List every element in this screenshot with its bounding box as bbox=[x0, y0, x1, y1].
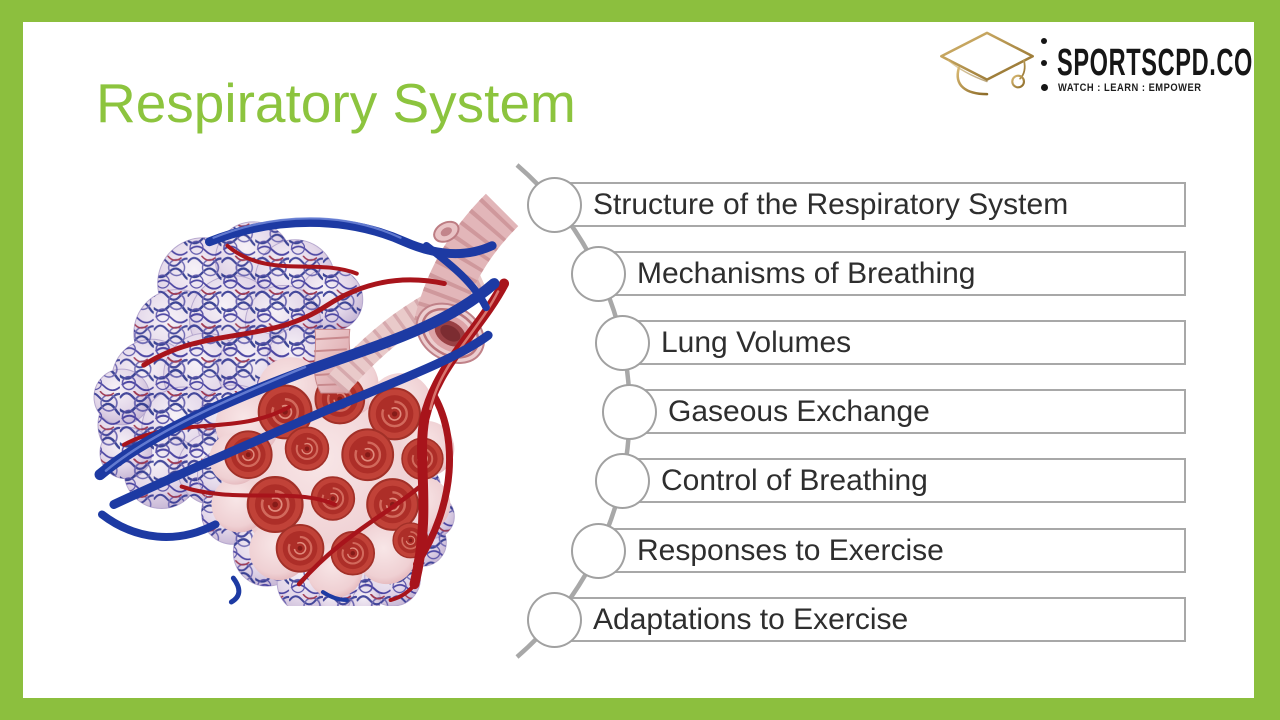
page-title: Respiratory System bbox=[96, 72, 576, 134]
list-node-circle bbox=[571, 245, 626, 302]
list-node-circle bbox=[527, 591, 582, 648]
list-item-label: Control of Breathing bbox=[661, 463, 928, 497]
list-item: Control of Breathing bbox=[595, 452, 1186, 509]
blue-blood-vessels bbox=[94, 217, 500, 605]
list-item-label: Adaptations to Exercise bbox=[593, 602, 909, 636]
list-item-label: Responses to Exercise bbox=[637, 533, 944, 567]
list-item: Structure of the Respiratory System bbox=[527, 176, 1186, 233]
list-node-circle bbox=[595, 452, 650, 509]
red-blood-vessels bbox=[121, 243, 510, 603]
list-item-label: Lung Volumes bbox=[661, 325, 852, 359]
list-item: Adaptations to Exercise bbox=[527, 591, 1186, 648]
graduation-cap-icon bbox=[940, 31, 1034, 96]
list-item: Responses to Exercise bbox=[571, 522, 1186, 579]
logo-dots-icon bbox=[938, 30, 1250, 102]
list-node-circle bbox=[571, 522, 626, 579]
brand-logo: SPORTSCPD.COM WATCH : LEARN : EMPOWER bbox=[938, 30, 1273, 102]
brand-tagline: WATCH : LEARN : EMPOWER bbox=[1058, 82, 1202, 94]
alveoli-illustration bbox=[93, 193, 519, 606]
list-node-circle bbox=[602, 383, 657, 440]
list-item: Mechanisms of Breathing bbox=[571, 245, 1186, 302]
list-item-label: Structure of the Respiratory System bbox=[593, 187, 1069, 221]
list-item: Lung Volumes bbox=[595, 314, 1186, 371]
list-item-label: Mechanisms of Breathing bbox=[637, 256, 976, 290]
list-node-circle bbox=[595, 314, 650, 371]
list-node-circle bbox=[527, 176, 582, 233]
brand-name: SPORTSCPD.COM bbox=[1057, 42, 1274, 84]
list-item-label: Gaseous Exchange bbox=[668, 394, 930, 428]
list-item: Gaseous Exchange bbox=[602, 383, 1186, 440]
